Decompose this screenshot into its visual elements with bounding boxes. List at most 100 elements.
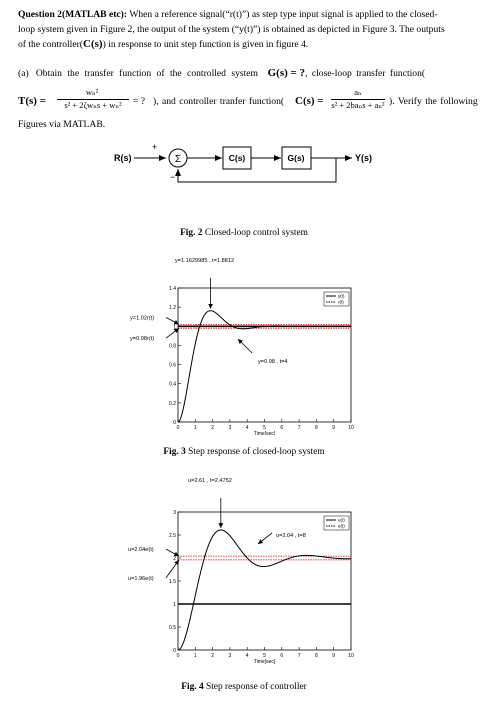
settling-annotation: u=2.04 , t=8 [276, 533, 306, 539]
y-tick-label: 0.5 [169, 625, 176, 631]
part-a-text-4: ). Verify the following [389, 96, 478, 107]
question-heading: Question 2(MATLAB etc): [18, 9, 128, 20]
fig4-caption-label: Fig. 4 [181, 682, 204, 692]
x-tick-label: 6 [280, 653, 283, 659]
legend-label-response: y(t) [338, 294, 345, 299]
ts-fraction-bar [57, 99, 129, 100]
x-axis-label: Time[sec] [254, 431, 276, 435]
question-line-1: When a reference signal(“r(t)”) as step … [129, 9, 438, 20]
x-tick-label: 0 [177, 653, 180, 659]
part-a-text-1: Obtain the transfer function of the cont… [35, 68, 259, 79]
y-tick-label: 0.2 [169, 401, 176, 407]
question-line-3b: ) in response to unit step function is g… [102, 39, 309, 50]
upper-band-annotation: u=2.04e(t) [128, 547, 154, 553]
y-tick-label: 3 [173, 510, 176, 516]
y-tick-label: 1.5 [169, 579, 176, 585]
lower-band-arrow [165, 559, 180, 579]
gs-equation: G(s) = ? [267, 67, 306, 79]
response-curve [177, 310, 351, 423]
legend-box [323, 515, 350, 531]
y-label: Y(s) [355, 153, 372, 163]
x-tick-label: 8 [315, 653, 318, 659]
part-a-label: (a) [18, 68, 29, 79]
legend-label-reference: r(t) [338, 300, 344, 305]
fig2-caption: Fig. 2 Closed-loop control system [0, 228, 488, 238]
g-block-label: G(s) [288, 153, 305, 163]
settling-annotation-arrow [237, 338, 253, 354]
fig4-caption-text: Step response of controller [205, 682, 307, 692]
upper-band-annotation: y=1.02r(t) [130, 315, 154, 321]
fig3-caption: Fig. 3 Step response of closed-loop syst… [0, 447, 488, 457]
x-tick-label: 7 [298, 425, 301, 431]
settling-annotation-arrow [257, 532, 273, 545]
x-tick-label: 9 [332, 425, 335, 431]
peak-annotation: y=1.1629985 , t=1.8812 [175, 258, 234, 264]
y-tick-label: 2 [173, 556, 176, 562]
y-tick-label: 0.4 [169, 382, 176, 388]
feedback-path [175, 158, 337, 183]
fig3-caption-text: Step response of closed-loop system [188, 447, 325, 457]
sum-symbol: Σ [175, 154, 181, 165]
part-a-line-1: (a) Obtain the transfer function of the … [18, 66, 470, 81]
x-tick-label: 3 [229, 653, 232, 659]
x-tick-label: 5 [263, 653, 266, 659]
r-label: R(s) [114, 153, 132, 163]
y-tick-label: 0.8 [169, 343, 176, 349]
x-tick-label: 9 [332, 653, 335, 659]
x-tick-label: 8 [315, 425, 318, 431]
x-tick-label: 10 [348, 653, 354, 659]
fig4-caption: Fig. 4 Step response of controller [0, 682, 488, 692]
plot-frame [177, 511, 352, 651]
ts-label: T(s) = [18, 95, 46, 107]
x-tick-label: 7 [298, 653, 301, 659]
response-curve [177, 529, 351, 651]
x-tick-label: 3 [229, 425, 232, 431]
legend-label-response: u(t) [338, 518, 345, 523]
y-tick-label: 1 [173, 324, 176, 330]
c-block-label: C(s) [229, 153, 246, 163]
y-tick-label: 1.2 [169, 305, 176, 311]
y-tick-label: 0 [173, 420, 176, 426]
block-diagram: R(s) + Σ − C(s) G(s) Y(s) [114, 142, 372, 183]
cs-numerator: aₙ [354, 87, 362, 97]
y-tick-label: 0 [173, 648, 176, 654]
part-a-text-2: , close-loop transfer function( [305, 68, 426, 79]
legend-label-reference: e(t) [338, 524, 345, 529]
x-tick-label: 0 [177, 425, 180, 431]
ts-unknown: = ? [133, 96, 146, 107]
y-tick-label: 1 [173, 602, 176, 608]
legend-box [323, 291, 350, 307]
part-a-text-3: ), and controller tranfer function( [153, 96, 285, 107]
controller-symbol: C(s) [83, 38, 103, 50]
question-text: Question 2(MATLAB etc): When a reference… [18, 7, 470, 52]
x-tick-label: 4 [246, 653, 249, 659]
cs-label: C(s) = [295, 95, 324, 107]
x-tick-label: 5 [263, 425, 266, 431]
x-tick-label: 2 [211, 425, 214, 431]
x-tick-label: 1 [194, 653, 197, 659]
settling-annotation: y=0.98 , t=4 [258, 359, 288, 365]
lower-band-annotation: y=0.98r(t) [130, 336, 154, 342]
cs-fraction-bar [331, 99, 385, 100]
question-line-3a: of the controller( [18, 39, 83, 50]
x-tick-label: 4 [246, 425, 249, 431]
cs-denominator: s² + 2baₙs + aₙ² [331, 100, 385, 110]
fig2-caption-label: Fig. 2 [180, 228, 203, 238]
part-a-line-2: T(s) = wₙ² s² + 2ζwₙs + wₙ² = ? ), and c… [18, 86, 478, 118]
upper-band-arrow [165, 317, 180, 325]
fig2-caption-text: Closed-loop control system [204, 228, 308, 238]
question-line-2: loop system given in Figure 2, the outpu… [18, 24, 445, 35]
plot-frame [177, 287, 352, 423]
minus-sign: − [170, 172, 175, 182]
ts-denominator: s² + 2ζwₙs + wₙ² [64, 100, 122, 110]
lower-band-annotation: u=1.96e(t) [128, 576, 154, 582]
x-tick-label: 2 [211, 653, 214, 659]
fig3-caption-label: Fig. 3 [163, 447, 186, 457]
y-tick-label: 1.4 [169, 286, 176, 292]
upper-band-arrow [165, 548, 180, 557]
part-a-text-5: Figures via MATLAB. [18, 119, 106, 130]
x-axis-label: Time[sec] [254, 659, 276, 665]
y-tick-label: 2.5 [169, 533, 176, 539]
